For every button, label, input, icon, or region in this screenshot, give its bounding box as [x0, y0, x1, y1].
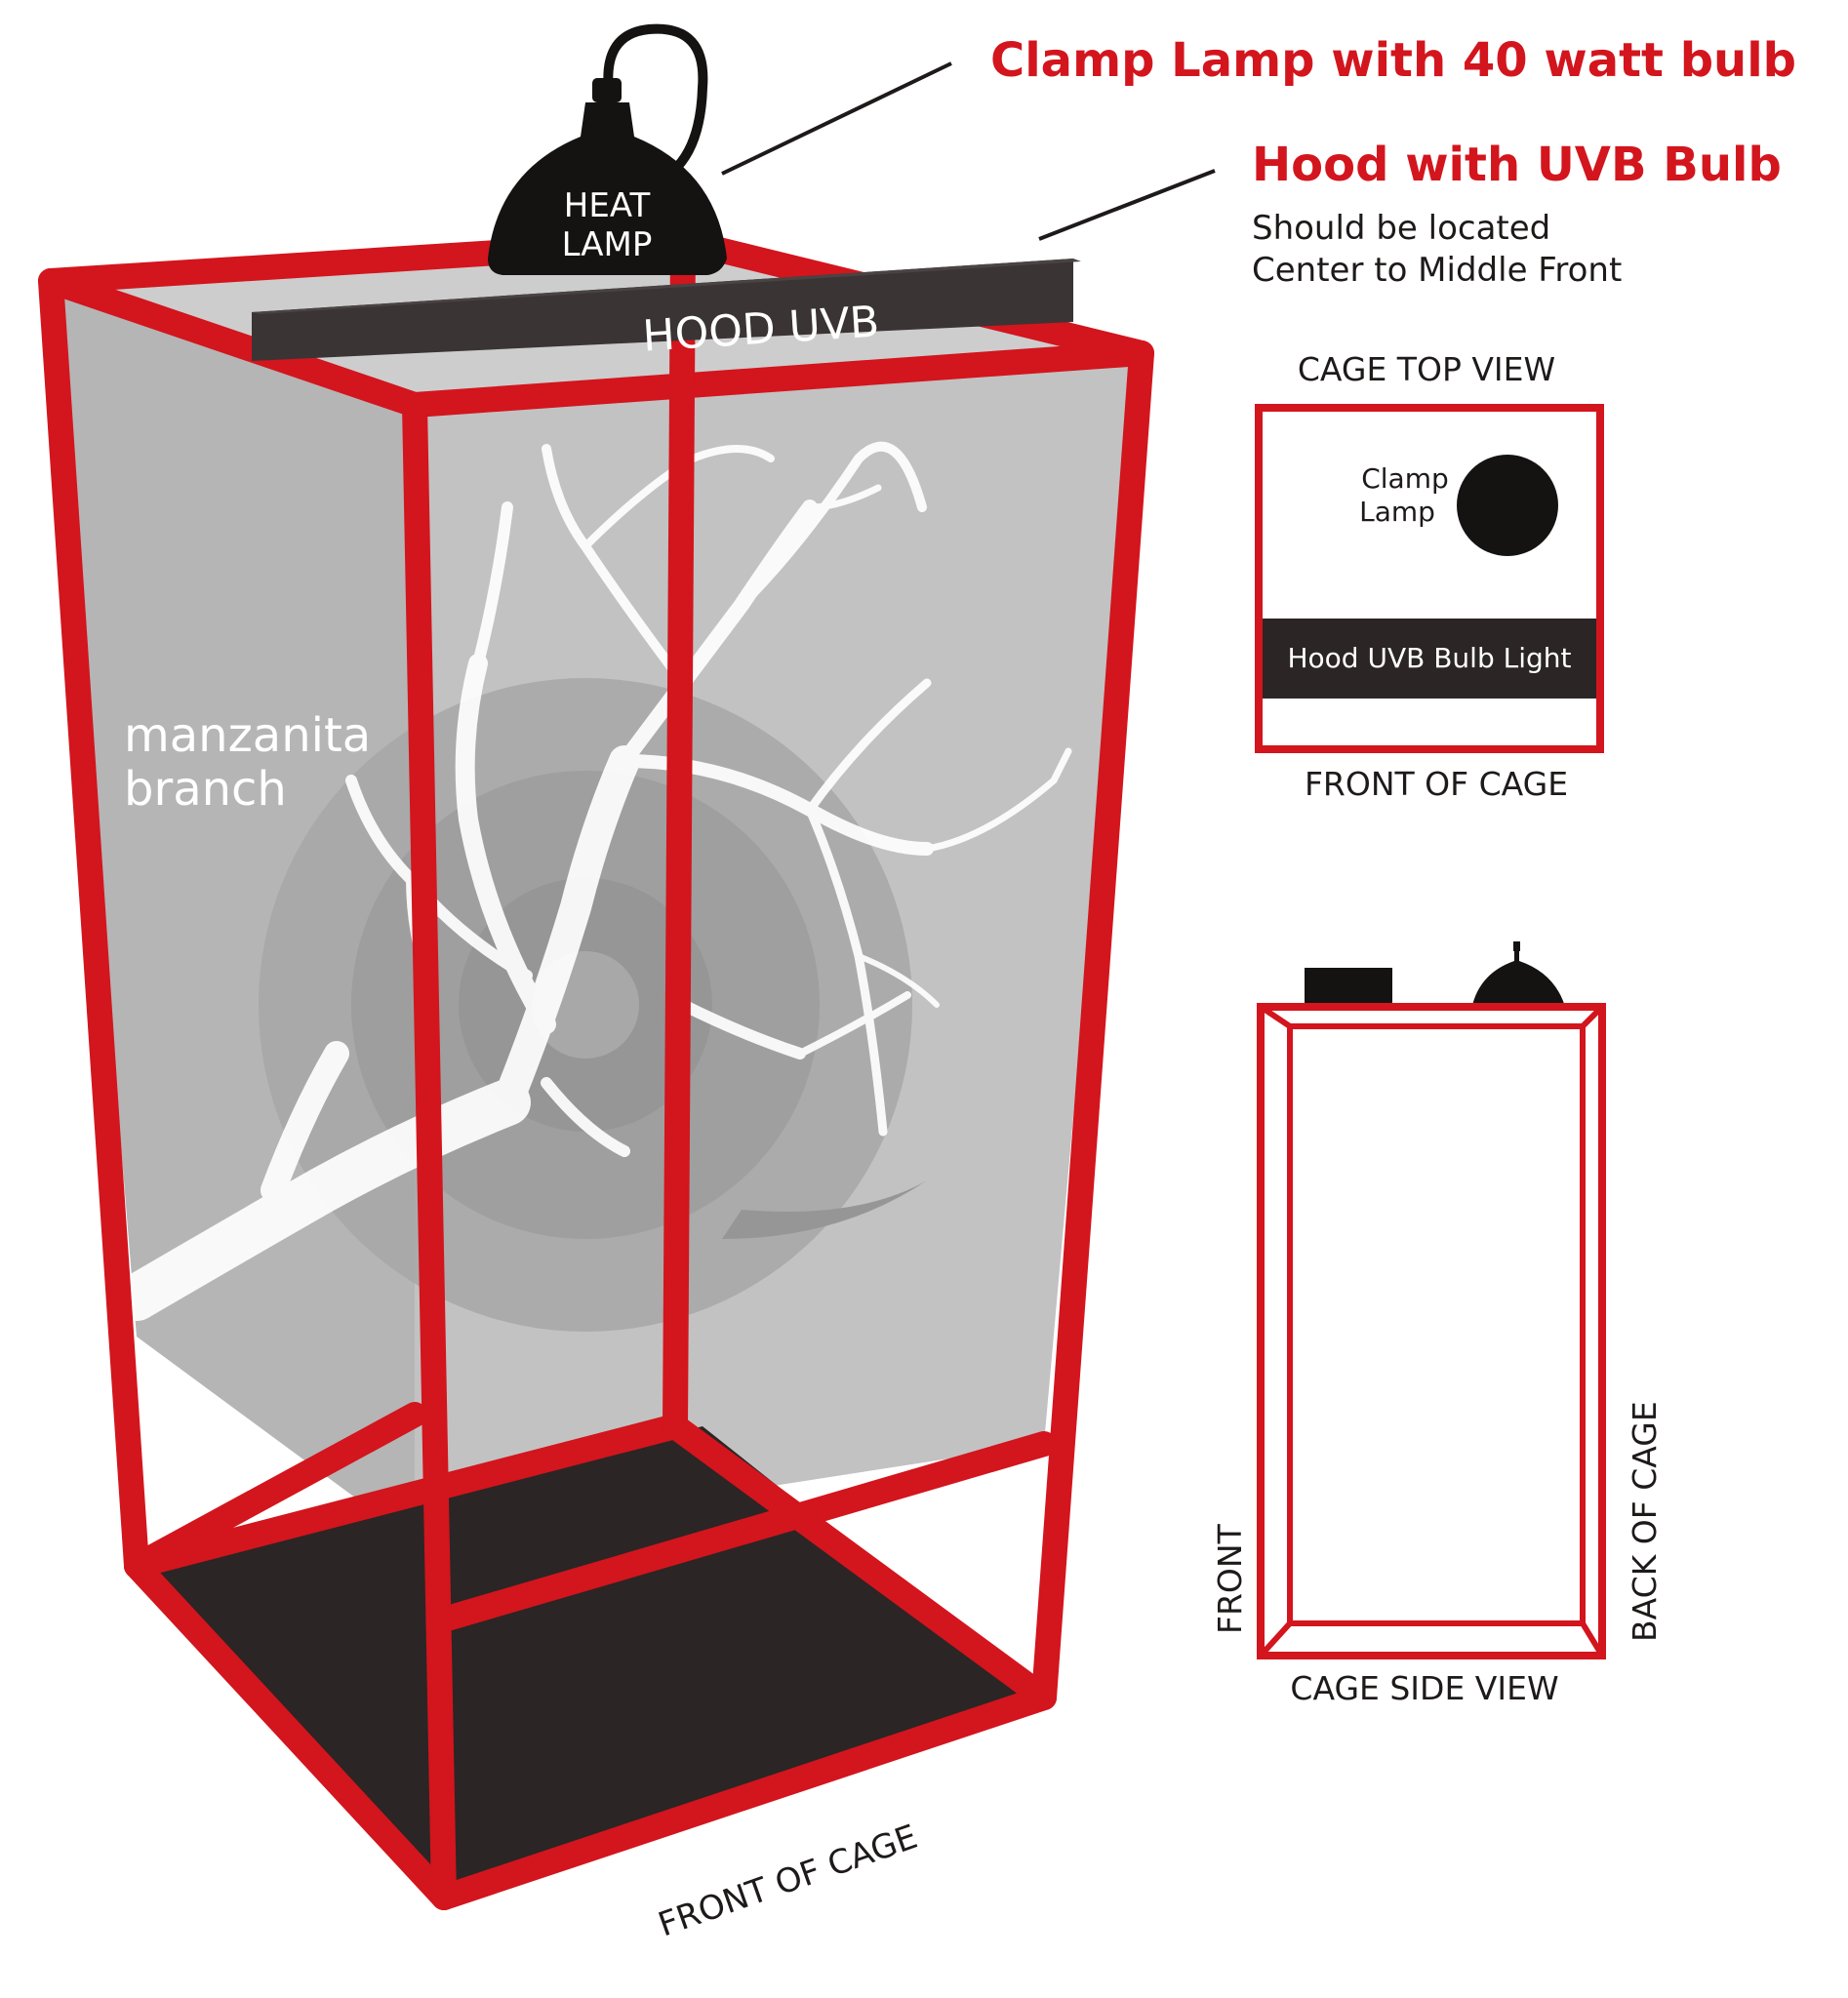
side-view-back-label: BACK OF CAGE — [1626, 1401, 1664, 1642]
top-view-lamp-label-line1: Clamp — [1361, 462, 1449, 495]
heat-lamp: HEAT LAMP — [488, 23, 727, 275]
side-view-hood — [1305, 968, 1392, 1007]
branch-label-line2: branch — [124, 762, 287, 817]
top-view-hood-bar — [1263, 619, 1596, 699]
manzanita-branch — [113, 441, 1072, 1321]
lamp-socket — [592, 78, 622, 102]
hood-callout-title: Hood with UVB Bulb — [1252, 138, 1782, 192]
clamp-lamp-callout: Clamp Lamp with 40 watt bulb — [990, 33, 1796, 88]
main-cage: HEAT LAMP HOOD UVB manzanita branch FRON… — [38, 23, 1154, 1945]
cage-top-view: CAGE TOP VIEW Clamp Lamp Hood UVB Bulb L… — [1255, 350, 1604, 803]
cage-side-view: FRONT BACK OF CAGE CAGE SIDE VIEW — [1211, 941, 1664, 1707]
heat-lamp-label-line1: HEAT — [564, 186, 651, 225]
top-view-hood-bar-label: Hood UVB Bulb Light — [1287, 642, 1571, 674]
side-view-front-label: FRONT — [1211, 1523, 1249, 1634]
top-view-lamp-label-line2: Lamp — [1359, 496, 1435, 528]
side-view-title: CAGE SIDE VIEW — [1290, 1669, 1558, 1707]
hood-note-line1: Should be located — [1252, 209, 1550, 248]
clamp-lamp-pointer — [721, 61, 952, 176]
hood-pointer — [1038, 169, 1216, 241]
top-view-title: CAGE TOP VIEW — [1298, 350, 1555, 388]
branch-label-line1: manzanita — [124, 708, 371, 763]
side-view-outline — [1257, 1003, 1606, 1659]
side-view-lamp — [1471, 948, 1566, 1010]
cage-frame — [38, 228, 1154, 1910]
uvb-hood: HOOD UVB — [252, 259, 1081, 362]
lamp-shade — [488, 102, 727, 275]
heat-lamp-label-line2: LAMP — [562, 225, 653, 264]
cage-back-left-panel — [51, 281, 415, 1541]
callouts: Clamp Lamp with 40 watt bulb Hood with U… — [721, 33, 1796, 290]
main-front-of-cage-label: FRONT OF CAGE — [654, 1818, 923, 1945]
hood-note-line2: Center to Middle Front — [1252, 251, 1622, 290]
side-view-lamp-tip — [1513, 941, 1520, 951]
top-view-front-label: FRONT OF CAGE — [1305, 765, 1568, 803]
top-view-lamp-dot — [1457, 455, 1558, 556]
